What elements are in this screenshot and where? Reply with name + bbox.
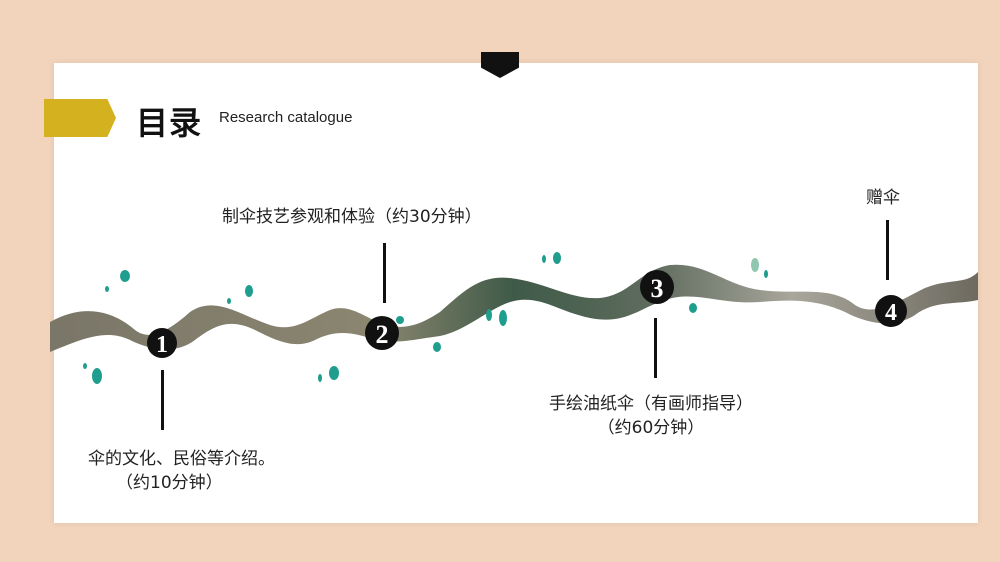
step-marker-4[interactable]: 4 <box>875 295 907 327</box>
step-marker-1[interactable]: 1 <box>147 328 177 358</box>
svg-text:1: 1 <box>156 332 168 358</box>
step-marker-3[interactable]: 3 <box>640 270 674 304</box>
svg-text:3: 3 <box>651 274 664 303</box>
svg-text:4: 4 <box>885 300 897 326</box>
step-1-title: 伞的文化、民俗等介绍。 <box>88 449 275 469</box>
title-flag <box>44 99 116 137</box>
step-marker-2[interactable]: 2 <box>365 316 399 350</box>
ribbon-shape <box>50 264 978 352</box>
step-3-duration: （约60分钟） <box>597 418 705 438</box>
connector-line-1 <box>161 370 164 430</box>
svg-text:2: 2 <box>376 320 389 349</box>
page-subtitle: Research catalogue <box>219 109 353 126</box>
page-title: 目录 <box>136 104 203 142</box>
step-4-label: 赠伞 <box>866 186 900 210</box>
connector-line-4 <box>886 220 889 280</box>
step-3-title: 手绘油纸伞（有画师指导） <box>549 394 753 414</box>
step-4-title: 赠伞 <box>866 188 900 208</box>
connector-line-2 <box>383 243 386 303</box>
step-2-title: 制伞技艺参观和体验（约30分钟） <box>222 207 482 227</box>
connector-line-3 <box>654 318 657 378</box>
step-1-label: 伞的文化、民俗等介绍。 （约10分钟） <box>88 447 275 495</box>
step-3-label: 手绘油纸伞（有画师指导） （约60分钟） <box>536 392 766 440</box>
step-2-label: 制伞技艺参观和体验（约30分钟） <box>222 205 482 229</box>
decorative-dots <box>83 252 768 384</box>
step-1-duration: （约10分钟） <box>116 473 223 493</box>
